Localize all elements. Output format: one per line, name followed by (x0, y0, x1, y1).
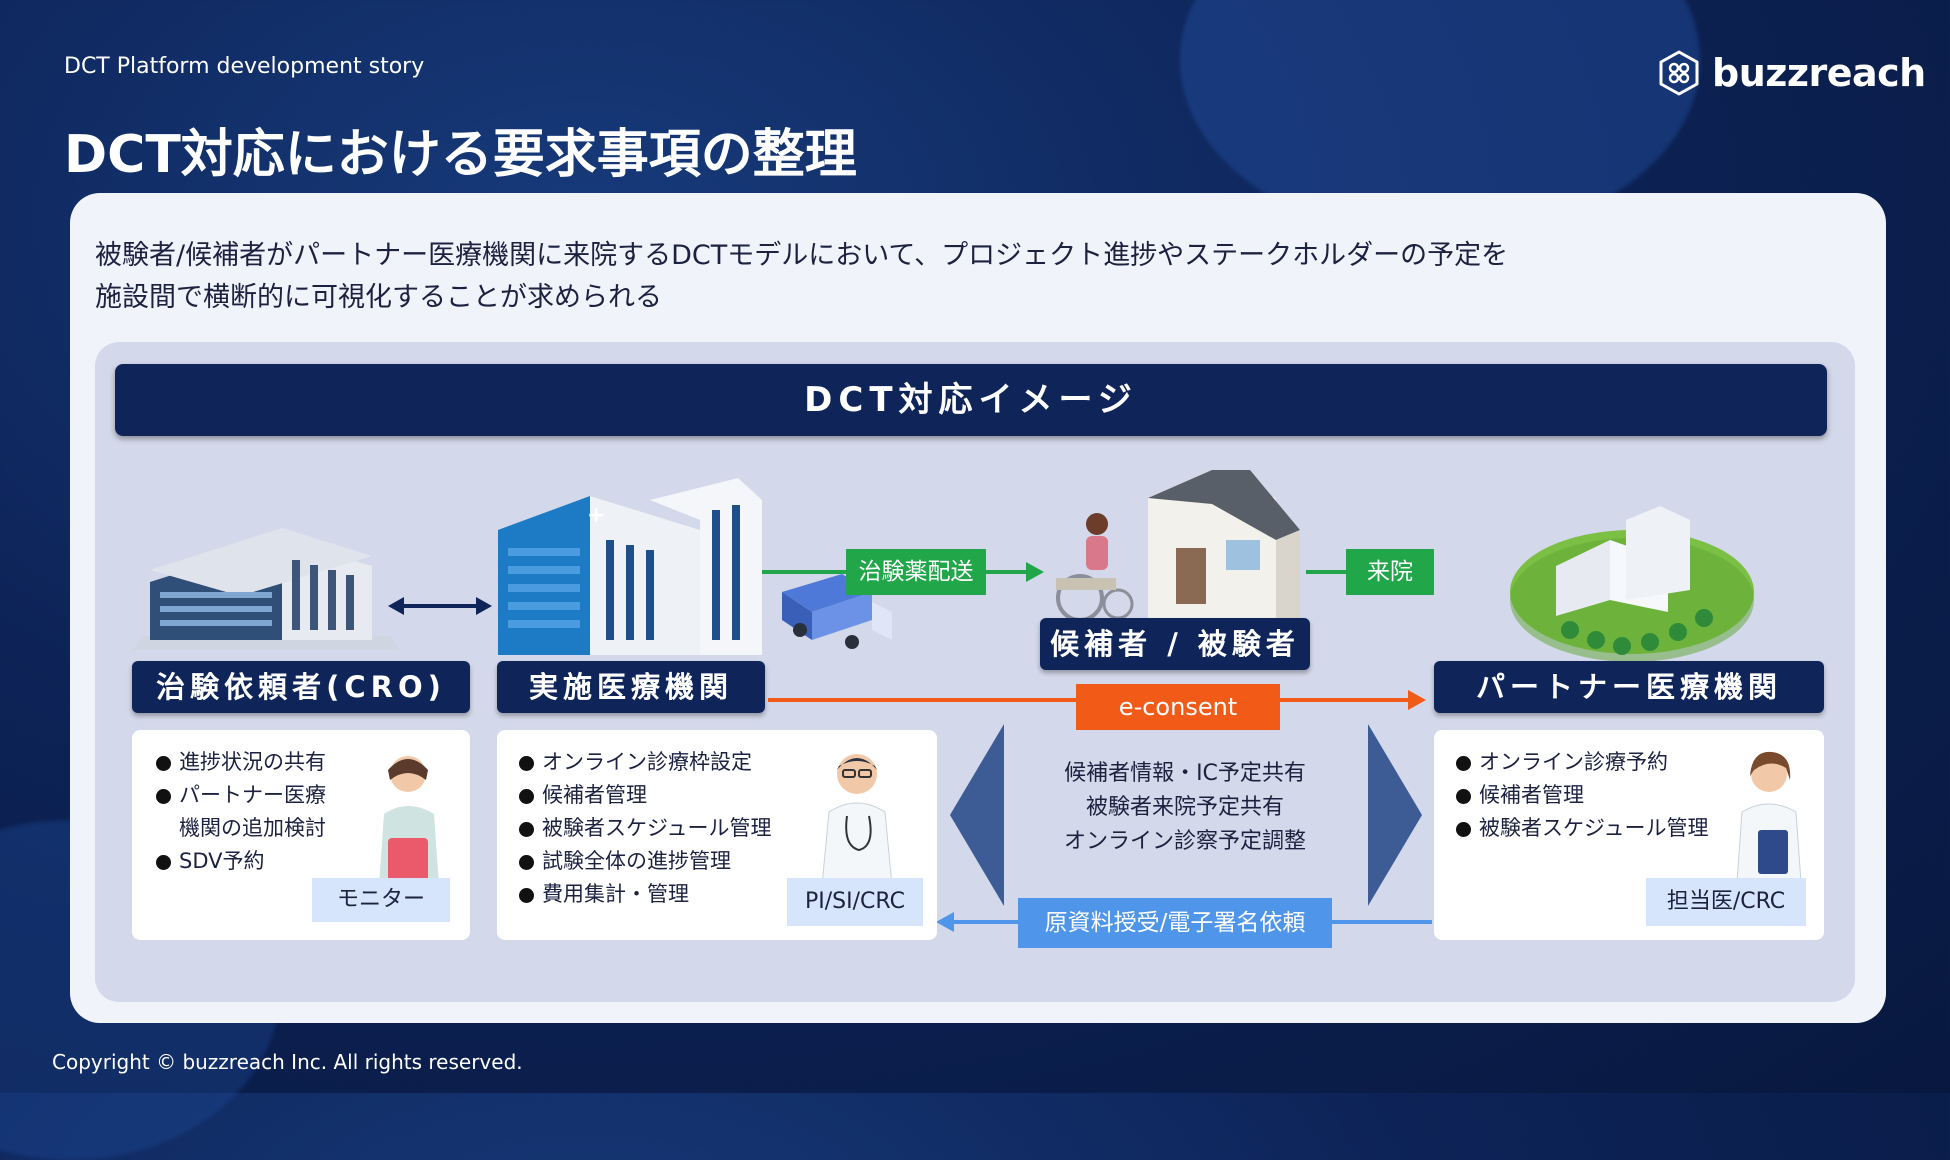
cro-task-list: 進捗状況の共有 パートナー医療 機関の追加検討 SDV予約 (154, 746, 326, 878)
intro-text: 被験者/候補者がパートナー医療機関に来院するDCTモデルにおいて、プロジェクト進… (95, 235, 1795, 319)
tag-econsent: e-consent (1076, 684, 1280, 730)
role-badge-monitor: モニター (312, 878, 450, 922)
wheelchair-patient-icon (1056, 513, 1134, 622)
list-item: 被験者スケジュール管理 (517, 812, 772, 845)
diagram-banner: DCT対応イメージ (115, 364, 1827, 436)
cro-panel: 進捗状況の共有 パートナー医療 機関の追加検討 SDV予約 モニター (132, 730, 470, 940)
shared-info-text: 候補者情報・IC予定共有 被験者来院予定共有 オンライン診察予定調整 (1020, 757, 1350, 859)
site-panel: オンライン診療枠設定 候補者管理 被験者スケジュール管理 試験全体の進捗管理 費… (497, 730, 937, 940)
label-cro: 治験依頼者(CRO) (132, 661, 470, 713)
list-item: オンライン診療枠設定 (517, 746, 772, 779)
label-subject: 候補者 / 被験者 (1040, 618, 1310, 670)
left-chevron-arrow (950, 724, 1004, 906)
monitor-person-icon (378, 756, 440, 900)
tag-delivery: 治験薬配送 (846, 549, 986, 595)
tag-visit: 来院 (1346, 549, 1434, 595)
list-item-continuation-text: 機関の追加検討 (179, 816, 326, 840)
partner-panel: オンライン診療予約 候補者管理 被験者スケジュール管理 担当医/CRC (1434, 730, 1824, 940)
list-item: パートナー医療 (154, 779, 326, 812)
intro-line-2: 施設間で横断的に可視化することが求められる (95, 282, 662, 313)
doctor-icon (820, 754, 894, 897)
role-badge-pi: PI/SI/CRC (787, 878, 923, 926)
eyebrow-text: DCT Platform development story (64, 54, 425, 79)
label-site: 実施医療機関 (497, 661, 765, 713)
hospital-building-icon: + (498, 478, 762, 655)
right-chevron-arrow (1368, 724, 1422, 906)
list-item: 費用集計・管理 (517, 878, 772, 911)
list-item: 試験全体の進捗管理 (517, 845, 772, 878)
cro-office-building-icon (132, 528, 400, 650)
svg-text:+: + (587, 503, 605, 528)
intro-line-1: 被験者/候補者がパートナー医療機関に来院するDCTモデルにおいて、プロジェクト進… (95, 240, 1509, 271)
list-item-continuation: 機関の追加検討 (154, 812, 326, 845)
list-item: 被験者スケジュール管理 (1454, 812, 1709, 845)
logo-wordmark: buzzreach (1712, 51, 1926, 95)
copyright-text: Copyright © buzzreach Inc. All rights re… (52, 1050, 523, 1074)
label-partner: パートナー医療機関 (1434, 661, 1824, 713)
role-badge-doctor: 担当医/CRC (1646, 878, 1806, 926)
tag-documents: 原資料授受/電子署名依頼 (1018, 898, 1332, 948)
list-item: 候補者管理 (1454, 779, 1709, 812)
partner-task-list: オンライン診療予約 候補者管理 被験者スケジュール管理 (1454, 746, 1709, 845)
list-item: オンライン診療予約 (1454, 746, 1709, 779)
partner-hospital-campus-icon (1510, 506, 1754, 662)
female-doctor-icon (1735, 751, 1803, 897)
brand-logo: buzzreach (1656, 50, 1926, 96)
list-item: 進捗状況の共有 (154, 746, 326, 779)
shared-info-line-2: 被験者来院予定共有 (1085, 795, 1284, 820)
site-task-list: オンライン診療枠設定 候補者管理 被験者スケジュール管理 試験全体の進捗管理 費… (517, 746, 772, 911)
shared-info-line-1: 候補者情報・IC予定共有 (1064, 761, 1306, 786)
list-item: 候補者管理 (517, 779, 772, 812)
house-icon (1148, 470, 1300, 620)
double-arrow-cro-site (388, 597, 492, 615)
buzzreach-logo-icon (1659, 50, 1699, 96)
list-item: SDV予約 (154, 845, 326, 878)
page-title: DCT対応における要求事項の整理 (64, 125, 857, 185)
shared-info-line-3: オンライン診察予定調整 (1063, 829, 1306, 854)
